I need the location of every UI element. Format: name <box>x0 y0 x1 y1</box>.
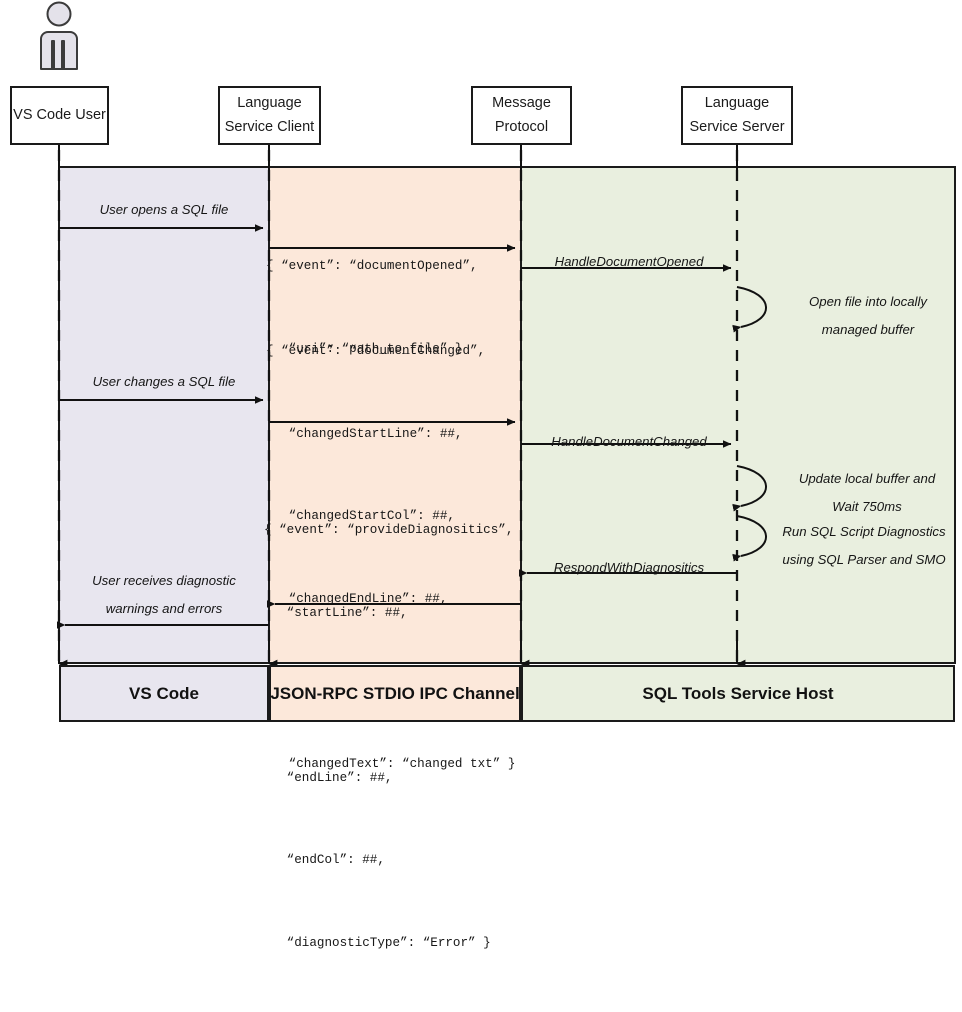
label-user-changes: User changes a SQL file <box>92 374 236 389</box>
band-vscode <box>58 166 270 664</box>
label-handle-document-opened: HandleDocumentOpened <box>554 254 704 269</box>
annotation-open-file-buffer-line2: managed buffer <box>821 322 915 337</box>
participant-vscode-user-label: VS Code User <box>13 106 106 123</box>
footer-vs-code[interactable]: VS Code <box>59 665 269 722</box>
payload-document-changed-line-1: “changedStartLine”: ##, <box>266 426 463 441</box>
payload-document-changed-line-0: { “event”: “documentChanged”, <box>266 344 486 358</box>
participant-message-protocol-line1: Message <box>492 94 551 111</box>
annotation-update-buffer-wait-line1: Update local buffer and <box>798 471 936 486</box>
label-handle-document-changed: HandleDocumentChanged <box>551 434 707 449</box>
annotation-run-diagnostics-line1: Run SQL Script Diagnostics <box>782 524 946 539</box>
participant-message-protocol[interactable]: Message Protocol <box>471 86 572 145</box>
footer-sql-tools-label: SQL Tools Service Host <box>642 683 834 703</box>
payload-document-changed-line-3: “changedEndLine”: ##, <box>266 591 448 606</box>
annotation-run-diagnostics: Run SQL Script Diagnostics using SQL Par… <box>766 518 962 574</box>
annotation-open-file-buffer: Open file into locally managed buffer <box>775 288 961 344</box>
label-user-opens: User opens a SQL file <box>99 202 229 217</box>
annotation-update-buffer-wait: Update local buffer and Wait 750ms <box>772 465 962 521</box>
footer-json-rpc-label: JSON-RPC STDIO IPC Channel <box>270 683 520 703</box>
vs-code-user-actor <box>40 1 78 70</box>
label-user-receives-line1: User receives diagnostic <box>92 573 236 588</box>
participant-language-service-server-line2: Service Server <box>689 118 785 135</box>
band-ipc <box>268 166 522 664</box>
payload-provide-diagnostics-line-1: “startLine”: ##, <box>264 605 408 620</box>
footer-json-rpc[interactable]: JSON-RPC STDIO IPC Channel <box>269 665 521 722</box>
participant-language-service-server[interactable]: Language Service Server <box>681 86 793 145</box>
payload-provide-diagnostics: { “event”: “provideDiagnositics”, “start… <box>264 462 513 1012</box>
diagram-canvas <box>40 1 956 669</box>
participant-language-service-client-line1: Language <box>237 94 302 111</box>
payload-provide-diagnostics-line-4: “endCol”: ##, <box>264 853 385 867</box>
participant-language-service-client-line2: Service Client <box>224 118 315 135</box>
label-user-receives-line2: warnings and errors <box>105 601 223 616</box>
participant-language-service-server-line1: Language <box>704 94 770 111</box>
selfcall-run-diagnostics <box>732 515 767 562</box>
participant-vscode-user[interactable]: VS Code User <box>10 86 109 145</box>
payload-document-opened-line-0: { “event”: “documentOpened”, <box>266 259 478 273</box>
payload-provide-diagnostics-line-5: “diagnosticType”: “Error” } <box>264 935 491 950</box>
annotation-open-file-buffer-line1: Open file into locally <box>808 294 928 309</box>
selfcall-open-file-buffer <box>732 286 767 333</box>
payload-provide-diagnostics-line-0: { “event”: “provideDiagnositics”, <box>264 523 514 537</box>
label-user-receives: User receives diagnostic warnings and er… <box>59 567 269 623</box>
selfcall-update-buffer <box>732 465 767 512</box>
payload-document-opened-line-1: “uri”: “path_to_file” } <box>266 341 463 356</box>
payload-provide-diagnostics-line-3: “endLine”: ##, <box>264 770 393 785</box>
payload-document-opened: { “event”: “documentOpened”, “uri”: “pat… <box>266 198 478 418</box>
participant-message-protocol-line2: Protocol <box>494 118 549 135</box>
footer-vs-code-label: VS Code <box>129 683 199 703</box>
sequence-diagram: VS Code User Language Service Client Mes… <box>10 1 962 950</box>
annotation-run-diagnostics-line2: using SQL Parser and SMO <box>782 552 946 567</box>
payload-document-changed-line-2: “changedStartCol”: ##, <box>266 509 455 523</box>
annotation-update-buffer-wait-line2: Wait 750ms <box>832 499 902 514</box>
label-respond-with-diagnostics: RespondWithDiagnositics <box>553 560 705 575</box>
footer-sql-tools[interactable]: SQL Tools Service Host <box>521 665 955 722</box>
participant-language-service-client[interactable]: Language Service Client <box>218 86 321 145</box>
